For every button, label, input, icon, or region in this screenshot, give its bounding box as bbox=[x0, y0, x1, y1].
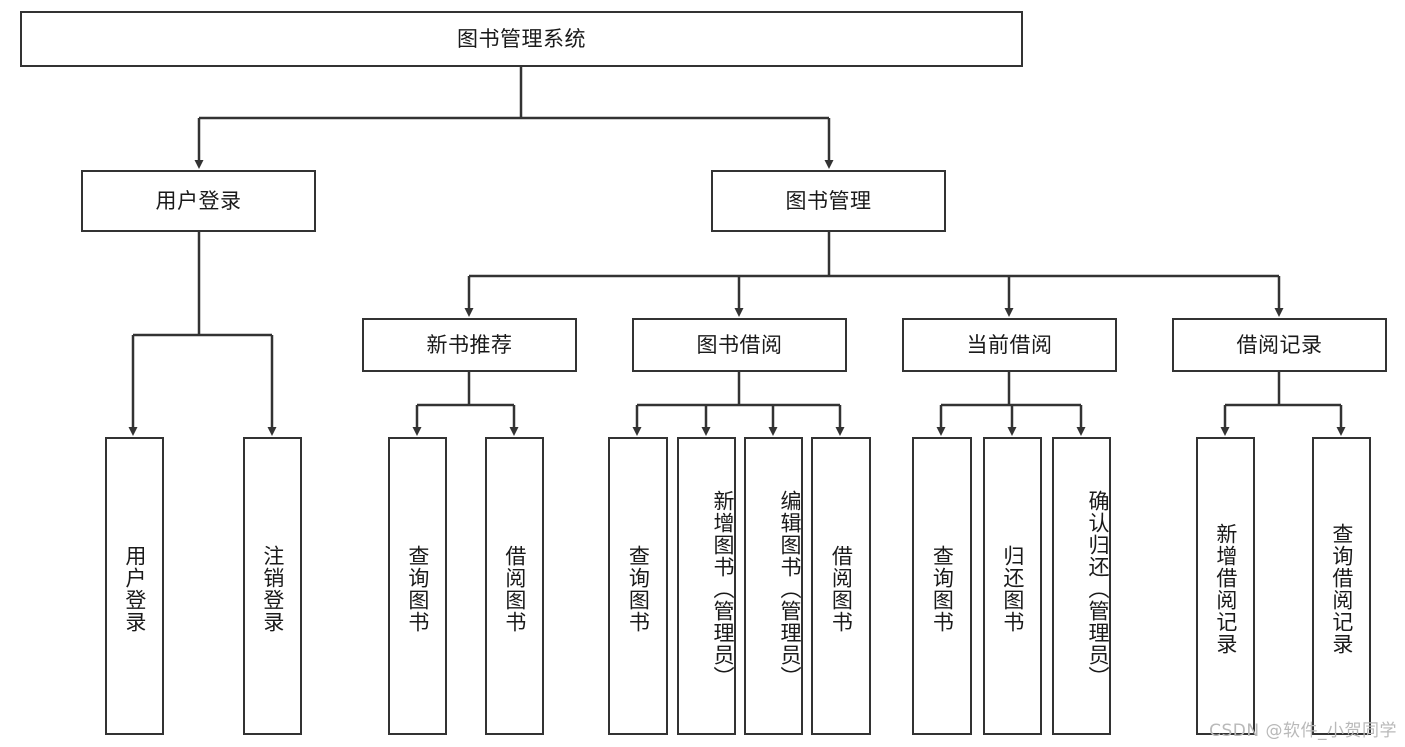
node-root-label: 图书管理系统 bbox=[457, 26, 586, 51]
node-leaf-borrow-book-recommend[interactable]: 借阅图书 bbox=[485, 437, 544, 735]
node-user-login[interactable]: 用户登录 bbox=[81, 170, 316, 232]
node-leaf-logout[interactable]: 注销登录 bbox=[243, 437, 302, 735]
node-book-manage[interactable]: 图书管理 bbox=[711, 170, 946, 232]
node-leaf-edit-book-admin-label: 编辑图书（管理员） bbox=[778, 490, 802, 688]
node-borrow-record-label: 借阅记录 bbox=[1236, 332, 1323, 357]
node-leaf-user-login[interactable]: 用户登录 bbox=[105, 437, 164, 735]
node-leaf-add-borrow-record[interactable]: 新增借阅记录 bbox=[1196, 437, 1255, 735]
node-leaf-query-book-recommend-label: 查询图书 bbox=[405, 545, 430, 633]
node-current-borrow[interactable]: 当前借阅 bbox=[902, 318, 1117, 372]
node-leaf-add-book-admin-label: 新增图书（管理员） bbox=[711, 490, 735, 688]
node-current-borrow-label: 当前借阅 bbox=[966, 332, 1053, 357]
node-new-book-recommend[interactable]: 新书推荐 bbox=[362, 318, 577, 372]
node-leaf-query-book-borrow-label: 查询图书 bbox=[626, 545, 651, 633]
node-leaf-add-book-admin[interactable]: 新增图书（管理员） bbox=[677, 437, 736, 735]
node-leaf-edit-book-admin[interactable]: 编辑图书（管理员） bbox=[744, 437, 803, 735]
node-leaf-user-login-label: 用户登录 bbox=[122, 545, 147, 633]
node-leaf-confirm-return-admin[interactable]: 确认归还（管理员） bbox=[1052, 437, 1111, 735]
node-leaf-borrow-book[interactable]: 借阅图书 bbox=[811, 437, 871, 735]
node-leaf-borrow-book-recommend-label: 借阅图书 bbox=[502, 545, 527, 633]
node-borrow-record[interactable]: 借阅记录 bbox=[1172, 318, 1387, 372]
node-leaf-query-borrow-record[interactable]: 查询借阅记录 bbox=[1312, 437, 1371, 735]
node-leaf-query-book-borrow[interactable]: 查询图书 bbox=[608, 437, 668, 735]
node-leaf-borrow-book-label: 借阅图书 bbox=[829, 545, 854, 633]
node-leaf-logout-label: 注销登录 bbox=[260, 545, 285, 633]
node-leaf-query-book-current[interactable]: 查询图书 bbox=[912, 437, 972, 735]
node-leaf-return-book-label: 归还图书 bbox=[1000, 545, 1025, 633]
node-book-manage-label: 图书管理 bbox=[785, 188, 872, 213]
watermark: CSDN @软件_小贺同学 bbox=[1209, 721, 1397, 741]
node-root[interactable]: 图书管理系统 bbox=[20, 11, 1023, 67]
node-book-borrow[interactable]: 图书借阅 bbox=[632, 318, 847, 372]
node-leaf-confirm-return-admin-label: 确认归还（管理员） bbox=[1086, 490, 1110, 688]
node-leaf-return-book[interactable]: 归还图书 bbox=[983, 437, 1042, 735]
node-book-borrow-label: 图书借阅 bbox=[696, 332, 783, 357]
node-leaf-query-borrow-record-label: 查询借阅记录 bbox=[1329, 523, 1354, 655]
node-new-book-recommend-label: 新书推荐 bbox=[426, 332, 513, 357]
node-user-login-label: 用户登录 bbox=[155, 188, 242, 213]
node-leaf-query-book-current-label: 查询图书 bbox=[930, 545, 955, 633]
node-leaf-add-borrow-record-label: 新增借阅记录 bbox=[1213, 523, 1238, 655]
node-leaf-query-book-recommend[interactable]: 查询图书 bbox=[388, 437, 447, 735]
